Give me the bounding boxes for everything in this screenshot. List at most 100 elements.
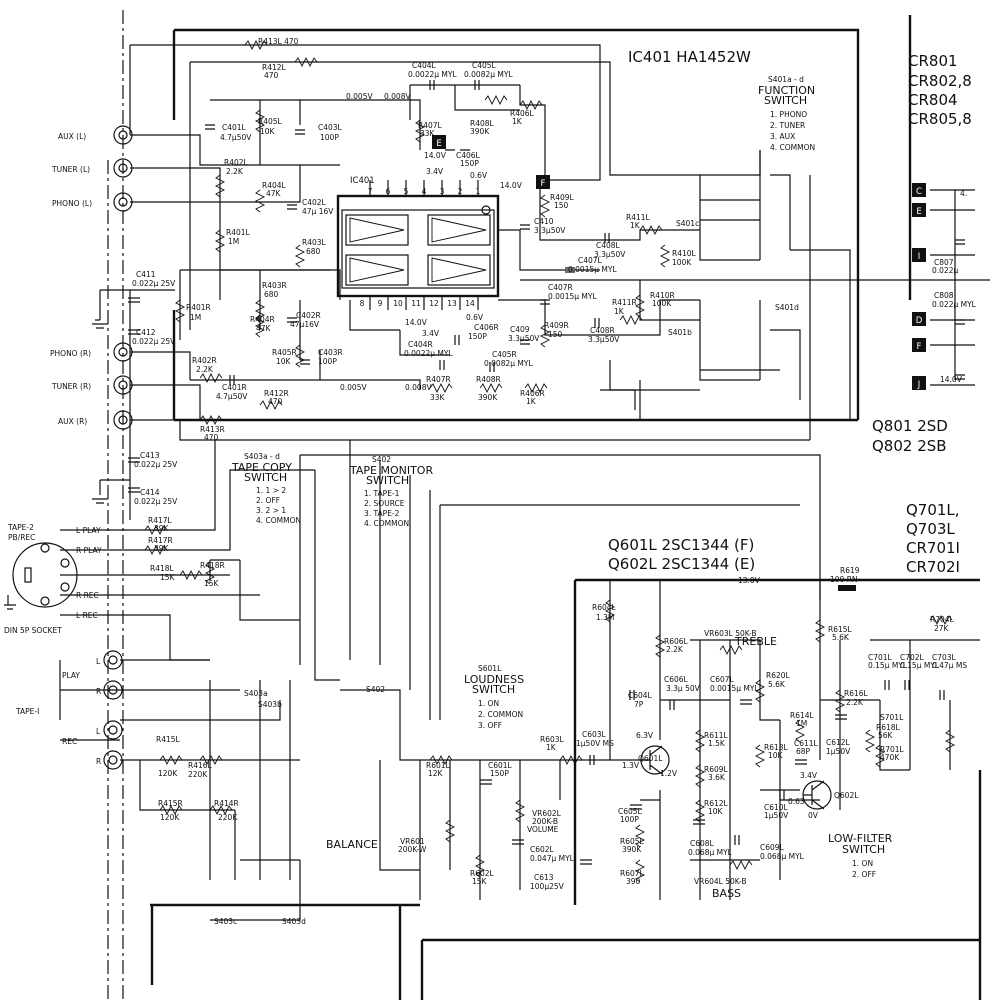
- cr-line-1: CR801: [908, 52, 958, 70]
- c610l: C610L: [764, 803, 789, 812]
- c407r-value: 0.0015µ MYL: [548, 292, 597, 301]
- tape-copy-item-3: 3. 2 > 1: [256, 506, 286, 515]
- node-letters: C E I D F J E F: [436, 139, 922, 390]
- pin-4: 4: [422, 187, 427, 196]
- cr702-line: CR702I: [906, 558, 960, 576]
- ic-title: IC401 HA1452W: [628, 48, 751, 66]
- tape1-label: TAPE-I: [15, 707, 39, 716]
- r612l-value: 10K: [708, 807, 724, 816]
- r411r: R411R: [612, 298, 637, 307]
- c413-value: 0.022µ 25V: [134, 460, 178, 469]
- r602l-value: 15K: [472, 877, 488, 886]
- rec-label: REC: [62, 737, 77, 746]
- r406r: R406R: [520, 389, 545, 398]
- r618l: R618L: [876, 723, 901, 732]
- r401r-value: 1M: [190, 313, 201, 322]
- r620l: R620L: [766, 671, 791, 680]
- c403r-value: 100P: [318, 357, 337, 366]
- r609l: R609L: [704, 765, 729, 774]
- q802-line: Q802 2SB: [872, 437, 947, 455]
- balance-label: BALANCE: [326, 838, 378, 851]
- ic-node-e: E: [436, 139, 441, 149]
- c409: C409: [510, 325, 530, 334]
- c603l: C603L: [582, 730, 607, 739]
- tuner-l-label: TUNER (L): [51, 165, 90, 174]
- c402l: C402L: [302, 198, 327, 207]
- r409r-value: 150: [548, 330, 563, 339]
- c603l-value: 1µ50V MS: [576, 739, 614, 748]
- voltage-16: 0.63: [788, 797, 805, 806]
- r605l-value: 390K: [622, 845, 642, 854]
- c610l-value: 1µ50V: [764, 811, 789, 820]
- r413l: R413L 470: [258, 37, 299, 46]
- r402l-value: 2.2K: [226, 167, 244, 176]
- voltage-14: 1.2V: [660, 769, 678, 778]
- r418l: R418L: [150, 564, 175, 573]
- c401l: C401L: [222, 123, 247, 132]
- r409r: R409R: [544, 321, 569, 330]
- r612l: R612L: [704, 799, 729, 808]
- c608l: C608L: [690, 839, 715, 848]
- voltage-17: 0V: [808, 811, 819, 820]
- c402r: C402R: [296, 311, 321, 320]
- cr-line-2: CR802,8: [908, 72, 972, 90]
- r403l-value: 680: [306, 247, 321, 256]
- r701l: R701L: [880, 745, 905, 754]
- tape1-play-r: R: [96, 687, 101, 696]
- node-markers: [912, 183, 926, 390]
- c412-value: 0.022µ 25V: [132, 337, 176, 346]
- r414r: R414R: [214, 799, 239, 808]
- c613: C613: [534, 873, 554, 882]
- r415r-value: 120K: [160, 813, 180, 822]
- r607l: R607L: [620, 869, 645, 878]
- r408r: R408R: [476, 375, 501, 384]
- r601l: R601L: [426, 761, 451, 770]
- q602-type: Q602L 2SC1344 (E): [608, 555, 755, 573]
- low-filter-item-2: 2. OFF: [852, 870, 876, 879]
- r-rec-label: R REC: [76, 591, 99, 600]
- r-play-label: R PLAY: [76, 546, 102, 555]
- pin-9: 9: [378, 299, 383, 308]
- cr-line-4: CR805,8: [908, 110, 972, 128]
- tape-copy-title-2: SWITCH: [244, 471, 287, 484]
- r413r-value: 470: [204, 433, 219, 442]
- voltage-19: 4.: [960, 189, 967, 198]
- r412r-value: 470: [268, 397, 283, 406]
- c609l: C609L: [760, 843, 785, 852]
- r618l-value: 56K: [878, 731, 894, 740]
- r406r-value: 1K: [526, 397, 537, 406]
- vr601: VR601: [400, 837, 425, 846]
- r403l: R403L: [302, 238, 327, 247]
- c407l: C407L: [578, 256, 603, 265]
- r413r: R413R: [200, 425, 225, 434]
- c611l-value: 68P: [796, 747, 811, 756]
- r414r-value: 220K: [218, 813, 238, 822]
- voltage-9: 0.6V: [466, 313, 484, 322]
- s403a-label: S403a: [244, 689, 268, 698]
- low-filter-title-1: LOW-FILTER: [828, 832, 893, 845]
- c411-value: 0.022µ 25V: [132, 279, 176, 288]
- r418r-value: 15K: [204, 579, 220, 588]
- r611l-value: 1.5K: [708, 739, 726, 748]
- c407r: C407R: [548, 283, 573, 292]
- c402r-value: 47µ16V: [290, 320, 320, 329]
- c609l-value: 0.068µ MYL: [760, 852, 805, 861]
- rail-voltage: 13.0V: [738, 576, 761, 585]
- c403r: C403R: [318, 348, 343, 357]
- r416l: R416L: [188, 761, 213, 770]
- r408l-value: 390K: [470, 127, 490, 136]
- r412l-value: 470: [264, 71, 279, 80]
- function-switch-title-1: FUNCTION: [758, 84, 815, 97]
- r410l: R410L: [672, 249, 697, 258]
- r415l: R415L: [156, 735, 181, 744]
- r408l: R408L: [470, 119, 495, 128]
- c612l-value: 1µ50V: [826, 747, 851, 756]
- ic-node-f: F: [541, 179, 546, 189]
- r609l-value: 3.6K: [708, 773, 726, 782]
- wiring: [59, 44, 990, 921]
- c408l: C408L: [596, 241, 621, 250]
- bass-label: BASS: [712, 887, 741, 900]
- tape2-label: TAPE-2: [7, 523, 34, 532]
- tape1-rec-l: L: [96, 727, 101, 736]
- vr603l: VR603L 50K-B: [704, 629, 756, 638]
